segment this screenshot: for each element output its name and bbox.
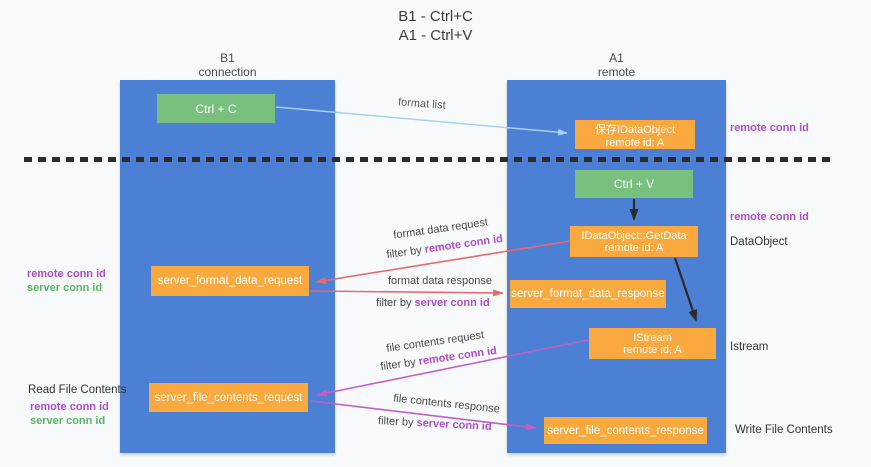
filter-by-prefix-1: filter by [385, 244, 423, 262]
node-saved-idataobject: 保存IDataObject remote id: A [575, 120, 695, 149]
annotation-remote-conn-id-left-top: remote conn id [27, 268, 106, 280]
node-saved-idataobject-line2: remote id: A [605, 136, 665, 149]
annotation-remote-conn-id-right-top: remote conn id [730, 122, 809, 134]
filter-by-prefix-4: filter by [377, 415, 414, 429]
node-server-file-contents-request: server_file_contents_request [149, 383, 308, 412]
title-line-1: B1 - Ctrl+C [398, 8, 473, 25]
arrow-format-data-response [310, 289, 504, 297]
node-server-format-data-response-label: server_format_data_response [511, 288, 665, 300]
annotation-read-file-contents: Read File Contents [28, 384, 127, 396]
annotation-istream: Istream [730, 341, 769, 353]
annotation-remote-conn-id-right-mid: remote conn id [730, 211, 809, 223]
node-ctrl-c-label: Ctrl + C [195, 101, 237, 116]
node-ctrl-c: Ctrl + C [157, 94, 275, 123]
lane-b1-name: B1 [220, 51, 235, 65]
lane-a1-role: remote [597, 65, 636, 79]
diagram-title: B1 - Ctrl+C A1 - Ctrl+V [0, 7, 871, 45]
lane-header-b1: B1 connection [120, 51, 335, 79]
lane-b1-role: connection [198, 65, 257, 79]
lane-header-a1: A1 remote [507, 51, 726, 79]
label-format-list: format list [397, 96, 447, 112]
annotation-server-conn-id-left-top: server conn id [27, 282, 103, 294]
label-file-contents-response: file contents response [392, 392, 501, 416]
lane-a1-name: A1 [609, 51, 624, 65]
node-istream: IStream remote id: A [589, 328, 716, 359]
label-format-data-response: format data response [388, 275, 492, 287]
annotation-remote-conn-id-left-bottom: remote conn id [30, 401, 109, 413]
node-idataobject-getdata-line1: IDataObject::GetData [581, 229, 687, 242]
node-saved-idataobject-line1: 保存IDataObject [594, 123, 676, 136]
node-server-file-contents-request-label: server_file_contents_request [154, 391, 303, 404]
remote-conn-id-highlight-1: remote conn id [423, 232, 504, 256]
annotation-dataobject: DataObject [730, 236, 788, 248]
node-server-file-contents-response-label: server_file_contents_response [547, 424, 704, 437]
node-ctrl-v-label: Ctrl + V [613, 177, 655, 191]
node-server-format-data-request-label: server_format_data_request [157, 275, 303, 287]
filter-by-prefix-3: filter by [379, 356, 417, 374]
server-conn-id-highlight-2: server conn id [416, 417, 492, 433]
node-server-format-data-request: server_format_data_request [151, 266, 309, 296]
filter-by-prefix-2: filter by [376, 297, 412, 309]
node-idataobject-getdata-line2: remote id: A [604, 241, 664, 254]
title-line-2: A1 - Ctrl+V [398, 27, 473, 44]
node-ctrl-v: Ctrl + V [575, 170, 693, 198]
dashed-separator-line [24, 157, 836, 162]
node-istream-line2: remote id: A [623, 343, 682, 356]
node-server-file-contents-response: server_file_contents_response [544, 417, 707, 444]
server-conn-id-highlight-1: server conn id [414, 297, 490, 309]
node-server-format-data-response: server_format_data_response [510, 280, 666, 308]
annotation-write-file-contents: Write File Contents [735, 424, 833, 436]
annotation-server-conn-id-left-bottom: server conn id [30, 415, 106, 427]
node-istream-line1: IStream [633, 331, 672, 344]
node-idataobject-getdata: IDataObject::GetData remote id: A [570, 226, 698, 257]
